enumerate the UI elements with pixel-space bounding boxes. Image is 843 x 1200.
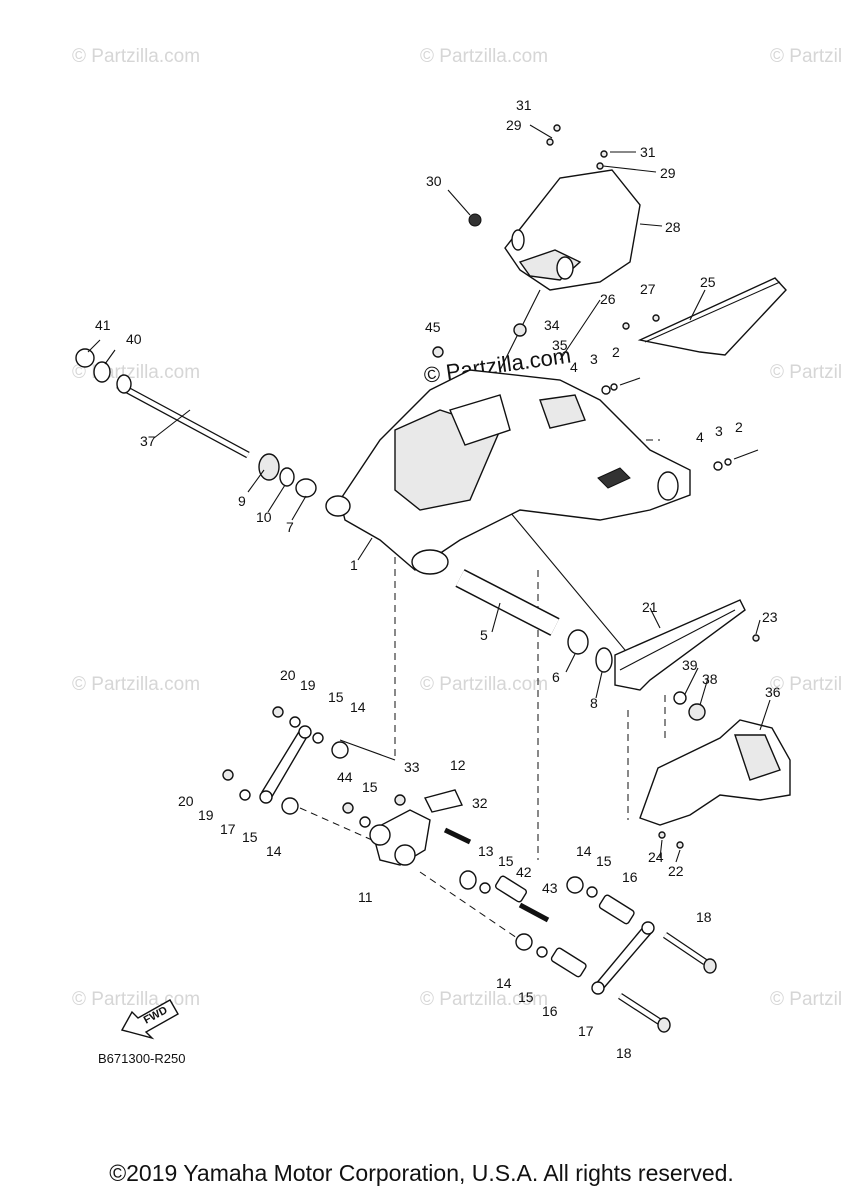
callout-label: 31	[640, 144, 656, 160]
fasteners	[432, 124, 760, 849]
callout-label: 6	[552, 669, 560, 685]
callout-label: 3	[590, 351, 598, 367]
callout-label: 4	[570, 359, 578, 375]
callout-label: 12	[450, 757, 466, 773]
watermark: © Partzilla.com	[420, 674, 548, 695]
callout-label: 18	[616, 1045, 632, 1061]
callout-label: 21	[642, 599, 658, 615]
callout-label: 2	[612, 344, 620, 360]
mudguard	[639, 719, 791, 826]
callout-label: 15	[242, 829, 258, 845]
callout-label: 13	[478, 843, 494, 859]
callout-label: 24	[648, 849, 664, 865]
callout-label: 38	[702, 671, 718, 687]
callout-labels: 31 29 31 29 30 28 25 27 26 34 35 45 2 3 …	[95, 97, 781, 1061]
watermark: © Partzilla.com	[770, 989, 843, 1010]
copyright-notice: ©2019 Yamaha Motor Corporation, U.S.A. A…	[109, 1160, 734, 1186]
swingarm	[325, 369, 691, 575]
watermark: © Partzilla.com	[770, 46, 843, 67]
callout-label: 18	[696, 909, 712, 925]
callout-label: 8	[590, 695, 598, 711]
callout-label: 39	[682, 657, 698, 673]
callout-label: 26	[600, 291, 616, 307]
callout-label: 3	[715, 423, 723, 439]
callout-label: 33	[404, 759, 420, 775]
callout-label: 15	[498, 853, 514, 869]
callout-label: 19	[300, 677, 316, 693]
callout-label: 20	[280, 667, 296, 683]
callout-label: 14	[576, 843, 592, 859]
callout-label: 10	[256, 509, 272, 525]
callout-label: 27	[640, 281, 656, 297]
callout-label: 16	[622, 869, 638, 885]
chain-slider	[614, 599, 746, 691]
callout-label: 29	[506, 117, 522, 133]
callout-label: 34	[544, 317, 560, 333]
pivot-shaft	[75, 348, 250, 459]
callout-label: 44	[337, 769, 353, 785]
callout-label: 37	[140, 433, 156, 449]
connecting-rod-upper	[259, 725, 312, 804]
callout-label: 45	[425, 319, 441, 335]
callout-label: 7	[286, 519, 294, 535]
leader-lines	[87, 124, 771, 863]
watermark: © Partzilla.com	[770, 674, 843, 695]
bolts	[443, 827, 717, 1033]
callout-label: 17	[220, 821, 236, 837]
watermark: © Partzilla.com	[72, 674, 200, 695]
callout-label: 32	[472, 795, 488, 811]
callout-label: 41	[95, 317, 111, 333]
callout-label: 14	[496, 975, 512, 991]
callout-label: 15	[328, 689, 344, 705]
callout-label: 43	[542, 880, 558, 896]
callout-label: 23	[762, 609, 778, 625]
rear-fender-cover	[504, 169, 641, 291]
assembly-guide-lines	[299, 289, 666, 941]
callout-label: 9	[238, 493, 246, 509]
callout-label: 14	[266, 843, 282, 859]
callout-label: 15	[518, 989, 534, 1005]
callout-label: 36	[765, 684, 781, 700]
callout-label: 11	[358, 889, 373, 905]
diagram-code: B671300-R250	[98, 1051, 185, 1066]
callout-label: 14	[350, 699, 366, 715]
callout-label: 4	[696, 429, 704, 445]
watermark: © Partzilla.com	[770, 362, 843, 383]
callout-label: 5	[480, 627, 488, 643]
callout-label: 40	[126, 331, 142, 347]
watermark: © Partzilla.com	[72, 989, 200, 1010]
callout-label: 22	[668, 863, 684, 879]
bushings	[222, 706, 635, 978]
watermark: © Partzilla.com	[72, 46, 200, 67]
relay-arm	[369, 789, 463, 866]
watermark: © Partzilla.com	[420, 46, 548, 67]
callout-label: 35	[552, 337, 568, 353]
callout-label: 28	[665, 219, 681, 235]
callout-label: 19	[198, 807, 214, 823]
connecting-rod-lower	[591, 921, 655, 995]
callout-label: 17	[578, 1023, 594, 1039]
callout-label: 20	[178, 793, 194, 809]
callout-label: 31	[516, 97, 532, 113]
callout-label: 42	[516, 864, 532, 880]
callout-label: 25	[700, 274, 716, 290]
chain-guard	[637, 277, 787, 356]
collars	[673, 691, 706, 721]
callout-label: 15	[362, 779, 378, 795]
pivot-bearings	[258, 453, 317, 498]
watermark: © Partzilla.com	[420, 989, 548, 1010]
callout-label: 1	[350, 557, 358, 573]
callout-label: 2	[735, 419, 743, 435]
callout-label: 30	[426, 173, 442, 189]
link-shaft	[455, 569, 613, 673]
callout-label: 16	[542, 1003, 558, 1019]
callout-label: 29	[660, 165, 676, 181]
callout-label: 15	[596, 853, 612, 869]
